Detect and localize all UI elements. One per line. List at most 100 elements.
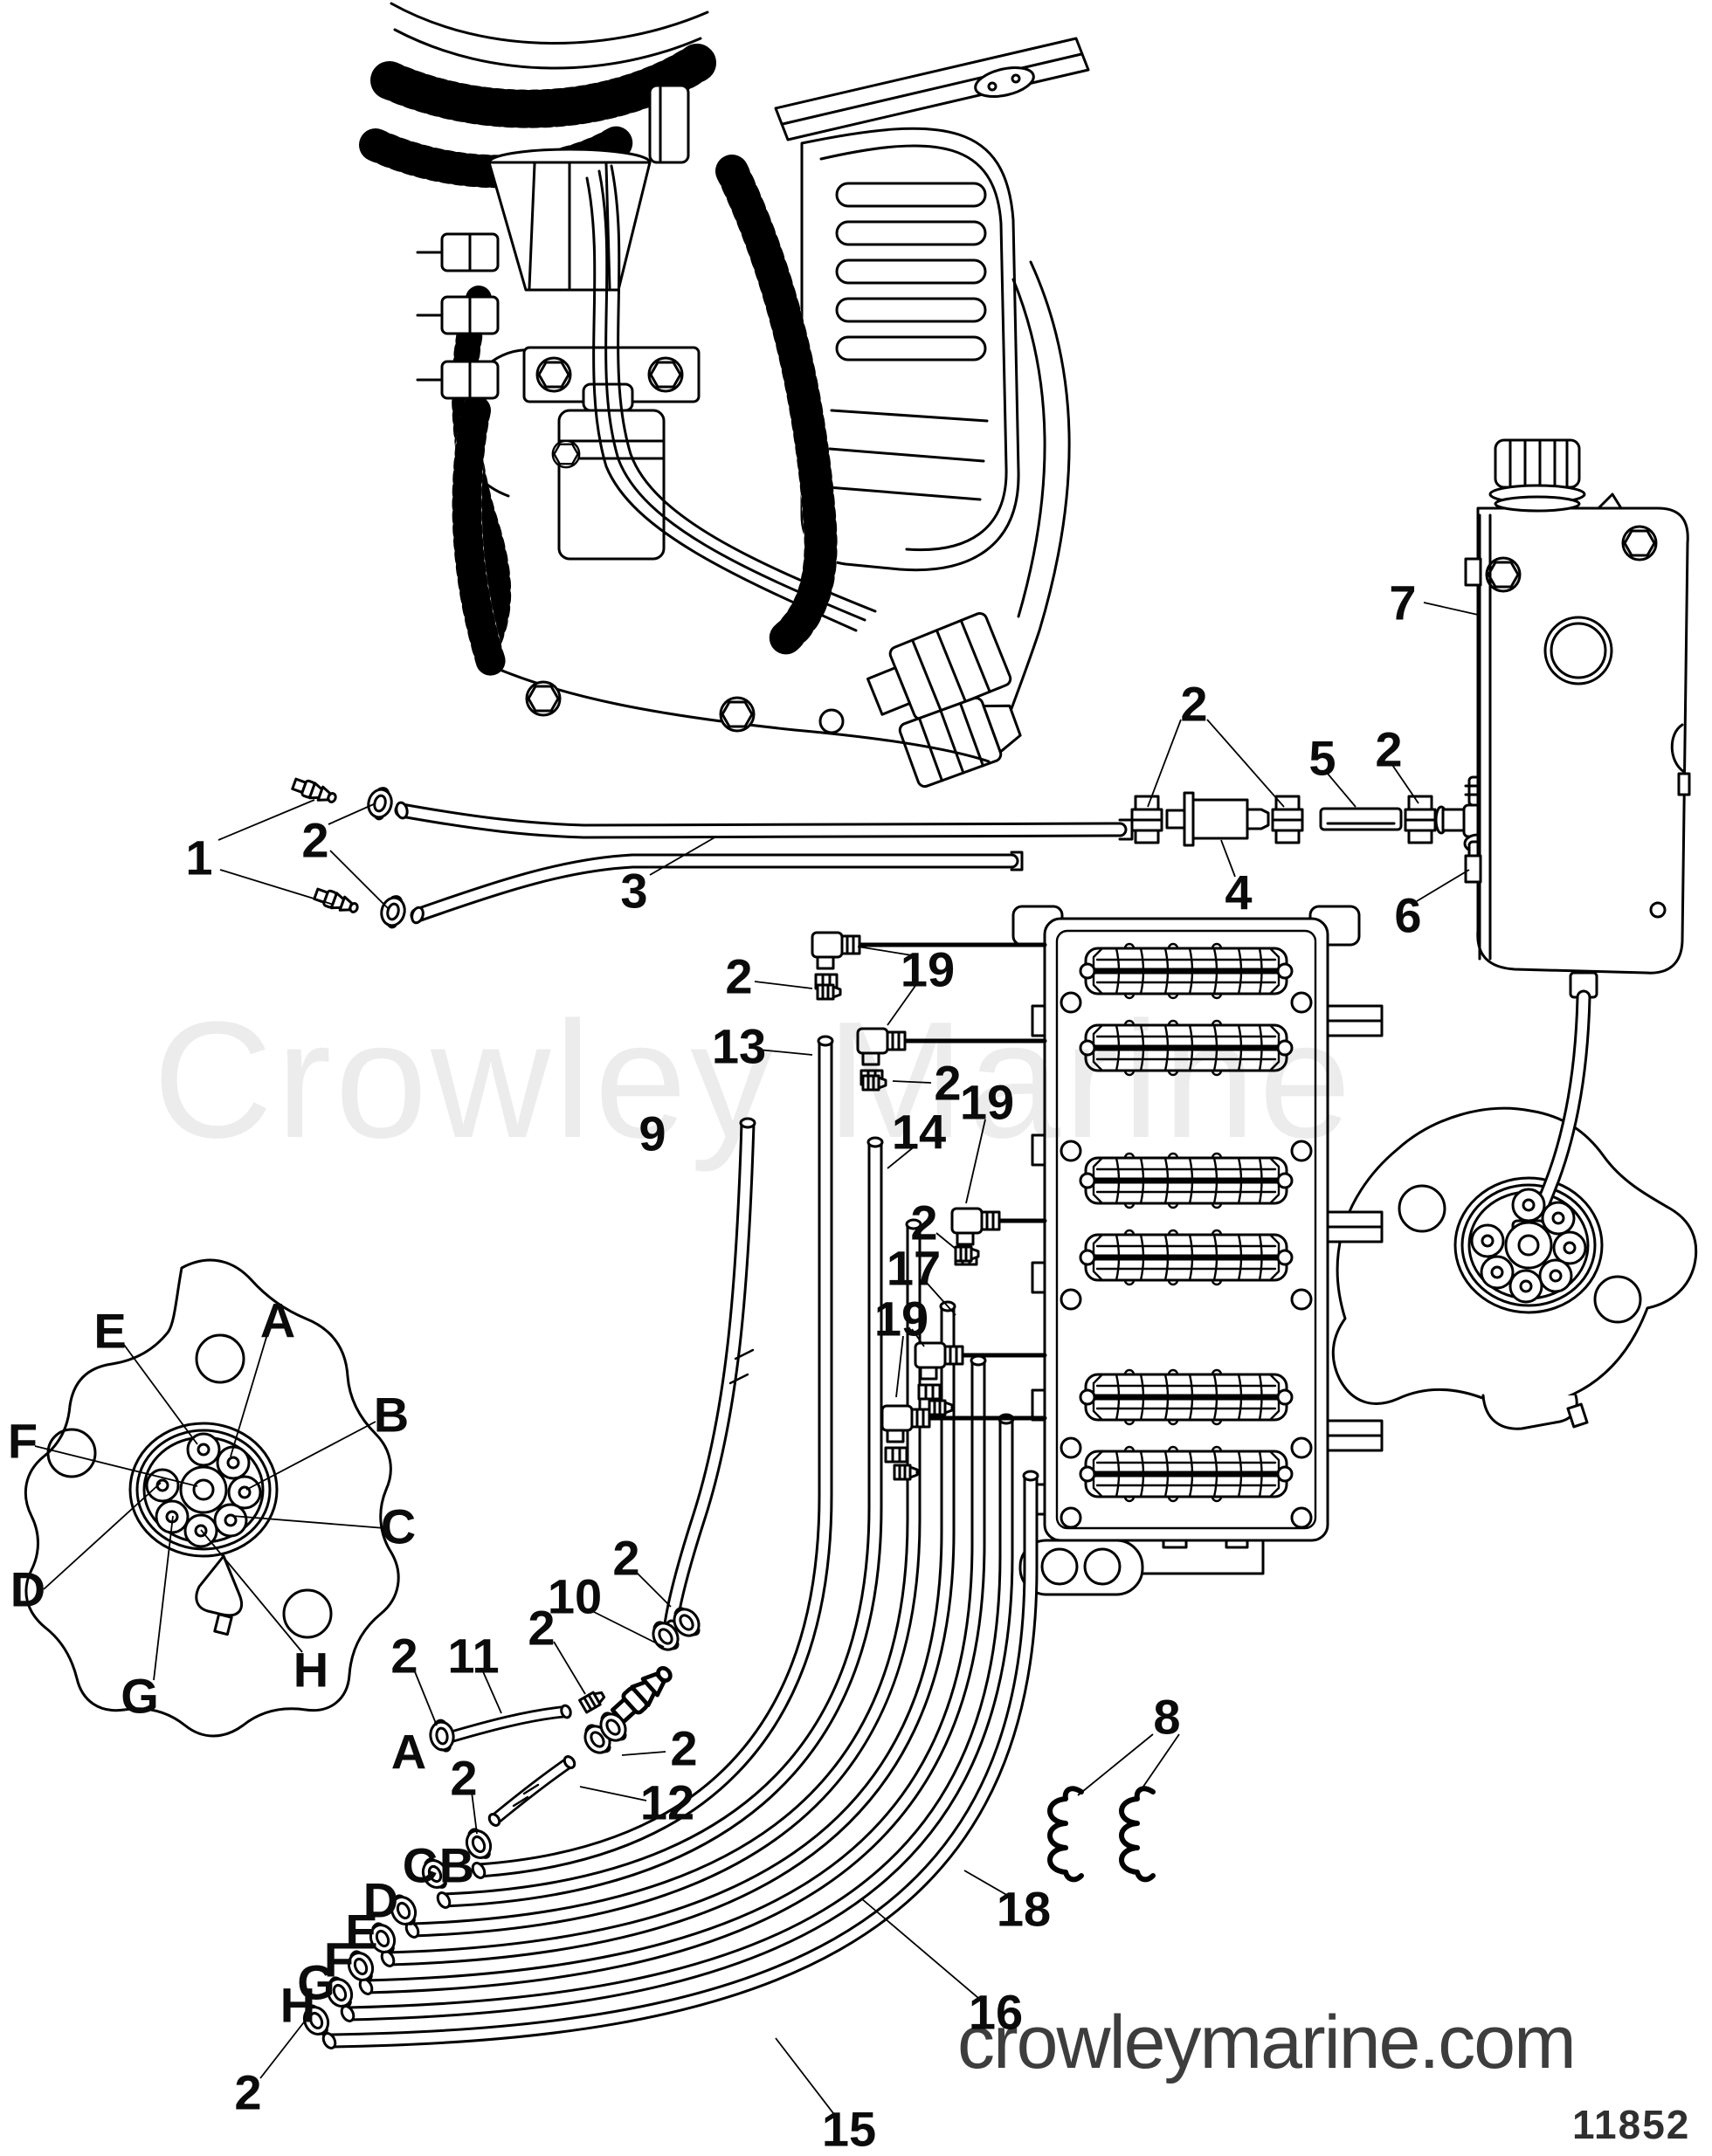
screen-element: [1080, 1154, 1292, 1208]
leader-line: [329, 850, 389, 909]
callout-G: G: [297, 1955, 335, 2010]
hose-clamp-2a: [363, 783, 397, 823]
leader-line: [43, 1482, 162, 1590]
leader-line: [219, 869, 335, 906]
callout-8: 8: [1153, 1690, 1180, 1745]
callout-E: E: [345, 1905, 377, 1960]
callout-6: 6: [1394, 888, 1421, 943]
leader-line: [481, 1669, 502, 1714]
drawing-number: 11852: [1572, 2102, 1691, 2147]
callout-H: H: [280, 1978, 315, 2033]
leader-line: [1423, 602, 1479, 616]
spring-clip-8: [1050, 1788, 1081, 1879]
leader-line: [590, 1609, 665, 1648]
callout-2: 2: [390, 1629, 418, 1684]
callout-4: 4: [1225, 865, 1252, 920]
leader-line: [935, 1232, 956, 1250]
quick-connect-fitting-1a: [290, 775, 340, 808]
leader-line: [857, 946, 913, 956]
leader-line: [259, 2015, 310, 2079]
leader-line: [34, 1445, 198, 1487]
callout-17: 17: [887, 1241, 941, 1296]
fuel-pump-flange: [1331, 989, 1698, 1430]
callout-2: 2: [1375, 722, 1402, 777]
callout-15: 15: [822, 2102, 876, 2156]
callout-2: 2: [910, 1195, 937, 1250]
callout-D: D: [363, 1873, 398, 1928]
callout-9: 9: [639, 1106, 666, 1161]
leader-lines: [34, 602, 1479, 2114]
callout-C: C: [403, 1838, 438, 1893]
callout-11: 11: [447, 1629, 499, 1684]
screen-element: [1080, 1447, 1292, 1501]
leader-line: [471, 1791, 478, 1835]
fitting-10: [610, 1662, 676, 1725]
leader-line: [230, 1333, 268, 1457]
callout-19: 19: [960, 1075, 1014, 1130]
leader-line: [123, 1344, 198, 1445]
leader-line: [1077, 1733, 1154, 1796]
leader-line: [892, 1080, 932, 1084]
callout-1: 1: [185, 830, 212, 885]
leader-line: [621, 1751, 666, 1756]
hose-fan: [328, 1041, 1039, 2049]
quick-connect-fitting-1b: [312, 885, 362, 918]
callout-A: A: [391, 1725, 426, 1780]
callout-5: 5: [1308, 731, 1336, 786]
callout-H: H: [293, 1643, 328, 1698]
callout-D: D: [10, 1562, 45, 1617]
callout-F: F: [324, 1932, 354, 1987]
leader-line: [1220, 839, 1236, 878]
callout-2: 2: [934, 1056, 961, 1111]
spring-clip-8: [1122, 1788, 1153, 1879]
clamp-A: [426, 1717, 458, 1755]
leader-line: [1147, 719, 1182, 808]
callout-2: 2: [528, 1601, 555, 1656]
hose-13: [478, 1041, 833, 1878]
leader-line: [887, 982, 918, 1026]
hose-9: [663, 1122, 756, 1626]
leader-line: [1206, 719, 1285, 808]
screen-element: [1080, 1021, 1292, 1075]
leader-line: [231, 1515, 385, 1529]
leader-line: [635, 1571, 672, 1608]
leader-line: [579, 1786, 647, 1801]
leader-line: [328, 802, 376, 825]
leader-line: [775, 2037, 834, 2114]
leader-line: [757, 1049, 813, 1056]
sleeve-5: [1319, 807, 1403, 831]
callout-A: A: [260, 1293, 295, 1348]
leader-line: [1136, 1733, 1180, 1796]
engine-assembly: [359, 2, 1090, 789]
pump-flange-port-detail: [24, 1258, 400, 1738]
callout-2: 2: [450, 1751, 477, 1806]
screen-canister-assembly: [1011, 905, 1384, 1596]
callout-16: 16: [969, 1985, 1023, 2040]
leader-line: [911, 1328, 925, 1347]
leader-line: [413, 1669, 438, 1726]
leader-line: [754, 981, 813, 989]
leader-line: [553, 1641, 586, 1695]
callout-F: F: [8, 1414, 38, 1469]
hose-clamp-2b: [376, 892, 410, 932]
leader-line: [153, 1515, 174, 1681]
fuel-filter-group: [1130, 775, 1494, 879]
leader-line: [860, 1898, 979, 1999]
callout-7: 7: [1389, 575, 1416, 630]
callout-2: 2: [612, 1531, 639, 1586]
callout-10: 10: [548, 1569, 602, 1624]
leader-line: [1327, 773, 1356, 808]
callout-2: 2: [234, 2065, 261, 2120]
leader-line: [925, 1281, 956, 1316]
callout-B: B: [439, 1838, 474, 1893]
callout-2: 2: [1180, 677, 1207, 732]
screen-element: [1080, 944, 1292, 998]
callout-C: C: [381, 1499, 416, 1554]
fitting-connection-lines: [857, 942, 1047, 1421]
callout-12: 12: [640, 1775, 694, 1830]
screen-element: [1080, 1230, 1292, 1285]
leader-line: [217, 799, 315, 841]
screen-element: [1080, 1370, 1292, 1424]
